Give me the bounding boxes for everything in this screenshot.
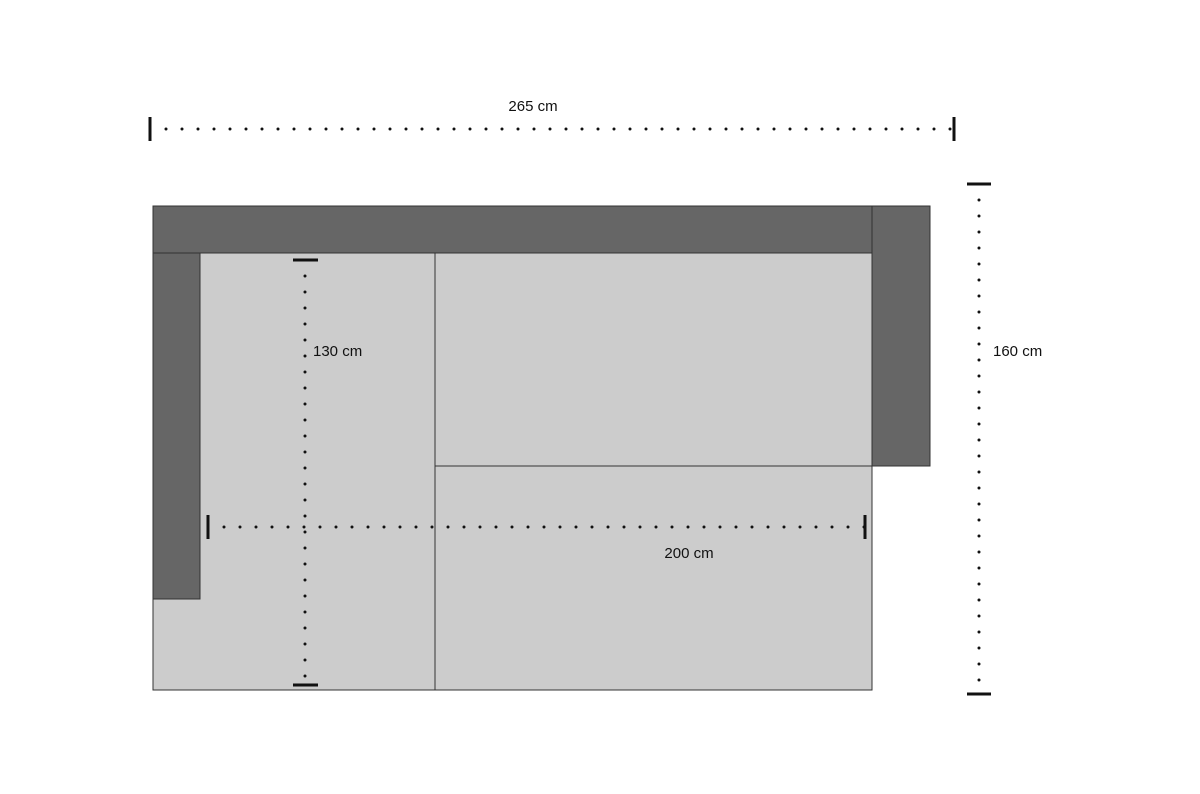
front-seat-cushion <box>434 465 873 691</box>
seat-depth-dimension: 130 cm <box>293 258 362 687</box>
total-depth-label: 160 cm <box>993 343 1042 360</box>
backrest <box>152 205 873 254</box>
left-armrest <box>152 252 201 600</box>
seat-depth-label: 130 cm <box>313 343 362 360</box>
right-armrest <box>871 205 931 467</box>
total-width-label: 265 cm <box>508 98 557 115</box>
total-depth-dimension: 160 cm <box>967 182 1042 696</box>
seat-width-dimension: 200 cm <box>206 515 867 562</box>
seat-width-label: 200 cm <box>664 545 713 562</box>
total-width-dimension: 265 cm <box>148 98 956 141</box>
back-seat-cushion <box>434 252 873 467</box>
